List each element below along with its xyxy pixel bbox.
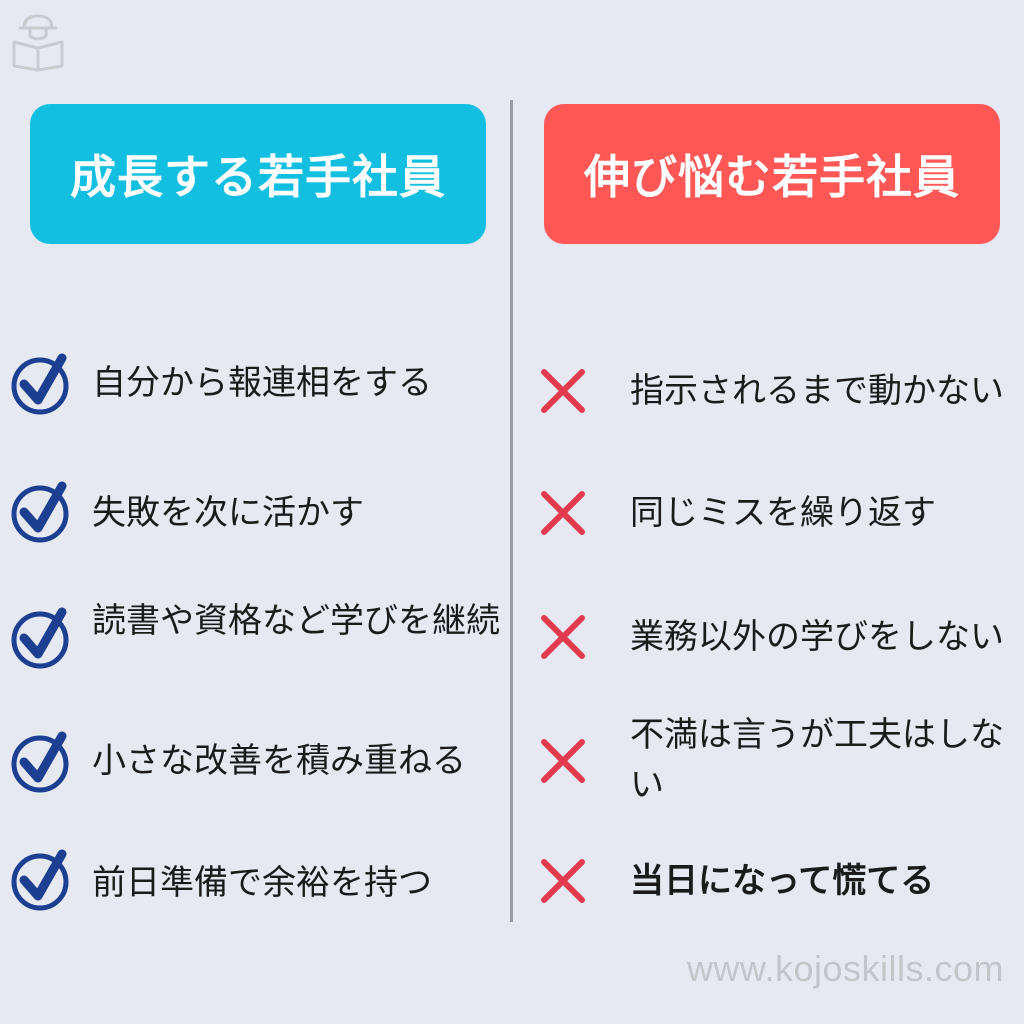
column-divider <box>510 100 513 922</box>
check-circle-icon <box>11 731 69 793</box>
growing-trait-item: 読書や資格など学びを継続 <box>92 601 500 641</box>
cross-icon <box>541 615 585 659</box>
growing-trait-item: 失敗を次に活かす <box>92 493 364 533</box>
check-circle-icon <box>11 481 69 543</box>
struggling-trait-item: 当日になって慌てる <box>630 861 935 901</box>
struggling-trait-item: 指示されるまで動かない <box>630 371 1004 411</box>
growing-trait-item: 小さな改善を積み重ねる <box>92 741 466 781</box>
struggling-employee-header: 伸び悩む若手社員 <box>544 104 1000 244</box>
check-circle-icon <box>11 607 69 669</box>
struggling-trait-item: 不満は言うが工夫はしない <box>630 715 1004 805</box>
cross-icon <box>541 491 585 535</box>
check-circle-icon <box>11 849 69 911</box>
growing-trait-item: 前日準備で余裕を持つ <box>92 863 432 903</box>
check-circle-icon <box>11 353 69 415</box>
struggling-trait-item: 同じミスを繰り返す <box>630 493 936 533</box>
cross-icon <box>541 369 585 413</box>
reading-person-icon <box>12 14 64 72</box>
growing-trait-item: 自分から報連相をする <box>92 363 432 403</box>
cross-icon <box>541 859 585 903</box>
cross-icon <box>541 739 585 783</box>
struggling-trait-item: 業務以外の学びをしない <box>630 617 1004 657</box>
website-url: www.kojoskills.com <box>686 948 1004 989</box>
growing-employee-header: 成長する若手社員 <box>30 104 486 244</box>
